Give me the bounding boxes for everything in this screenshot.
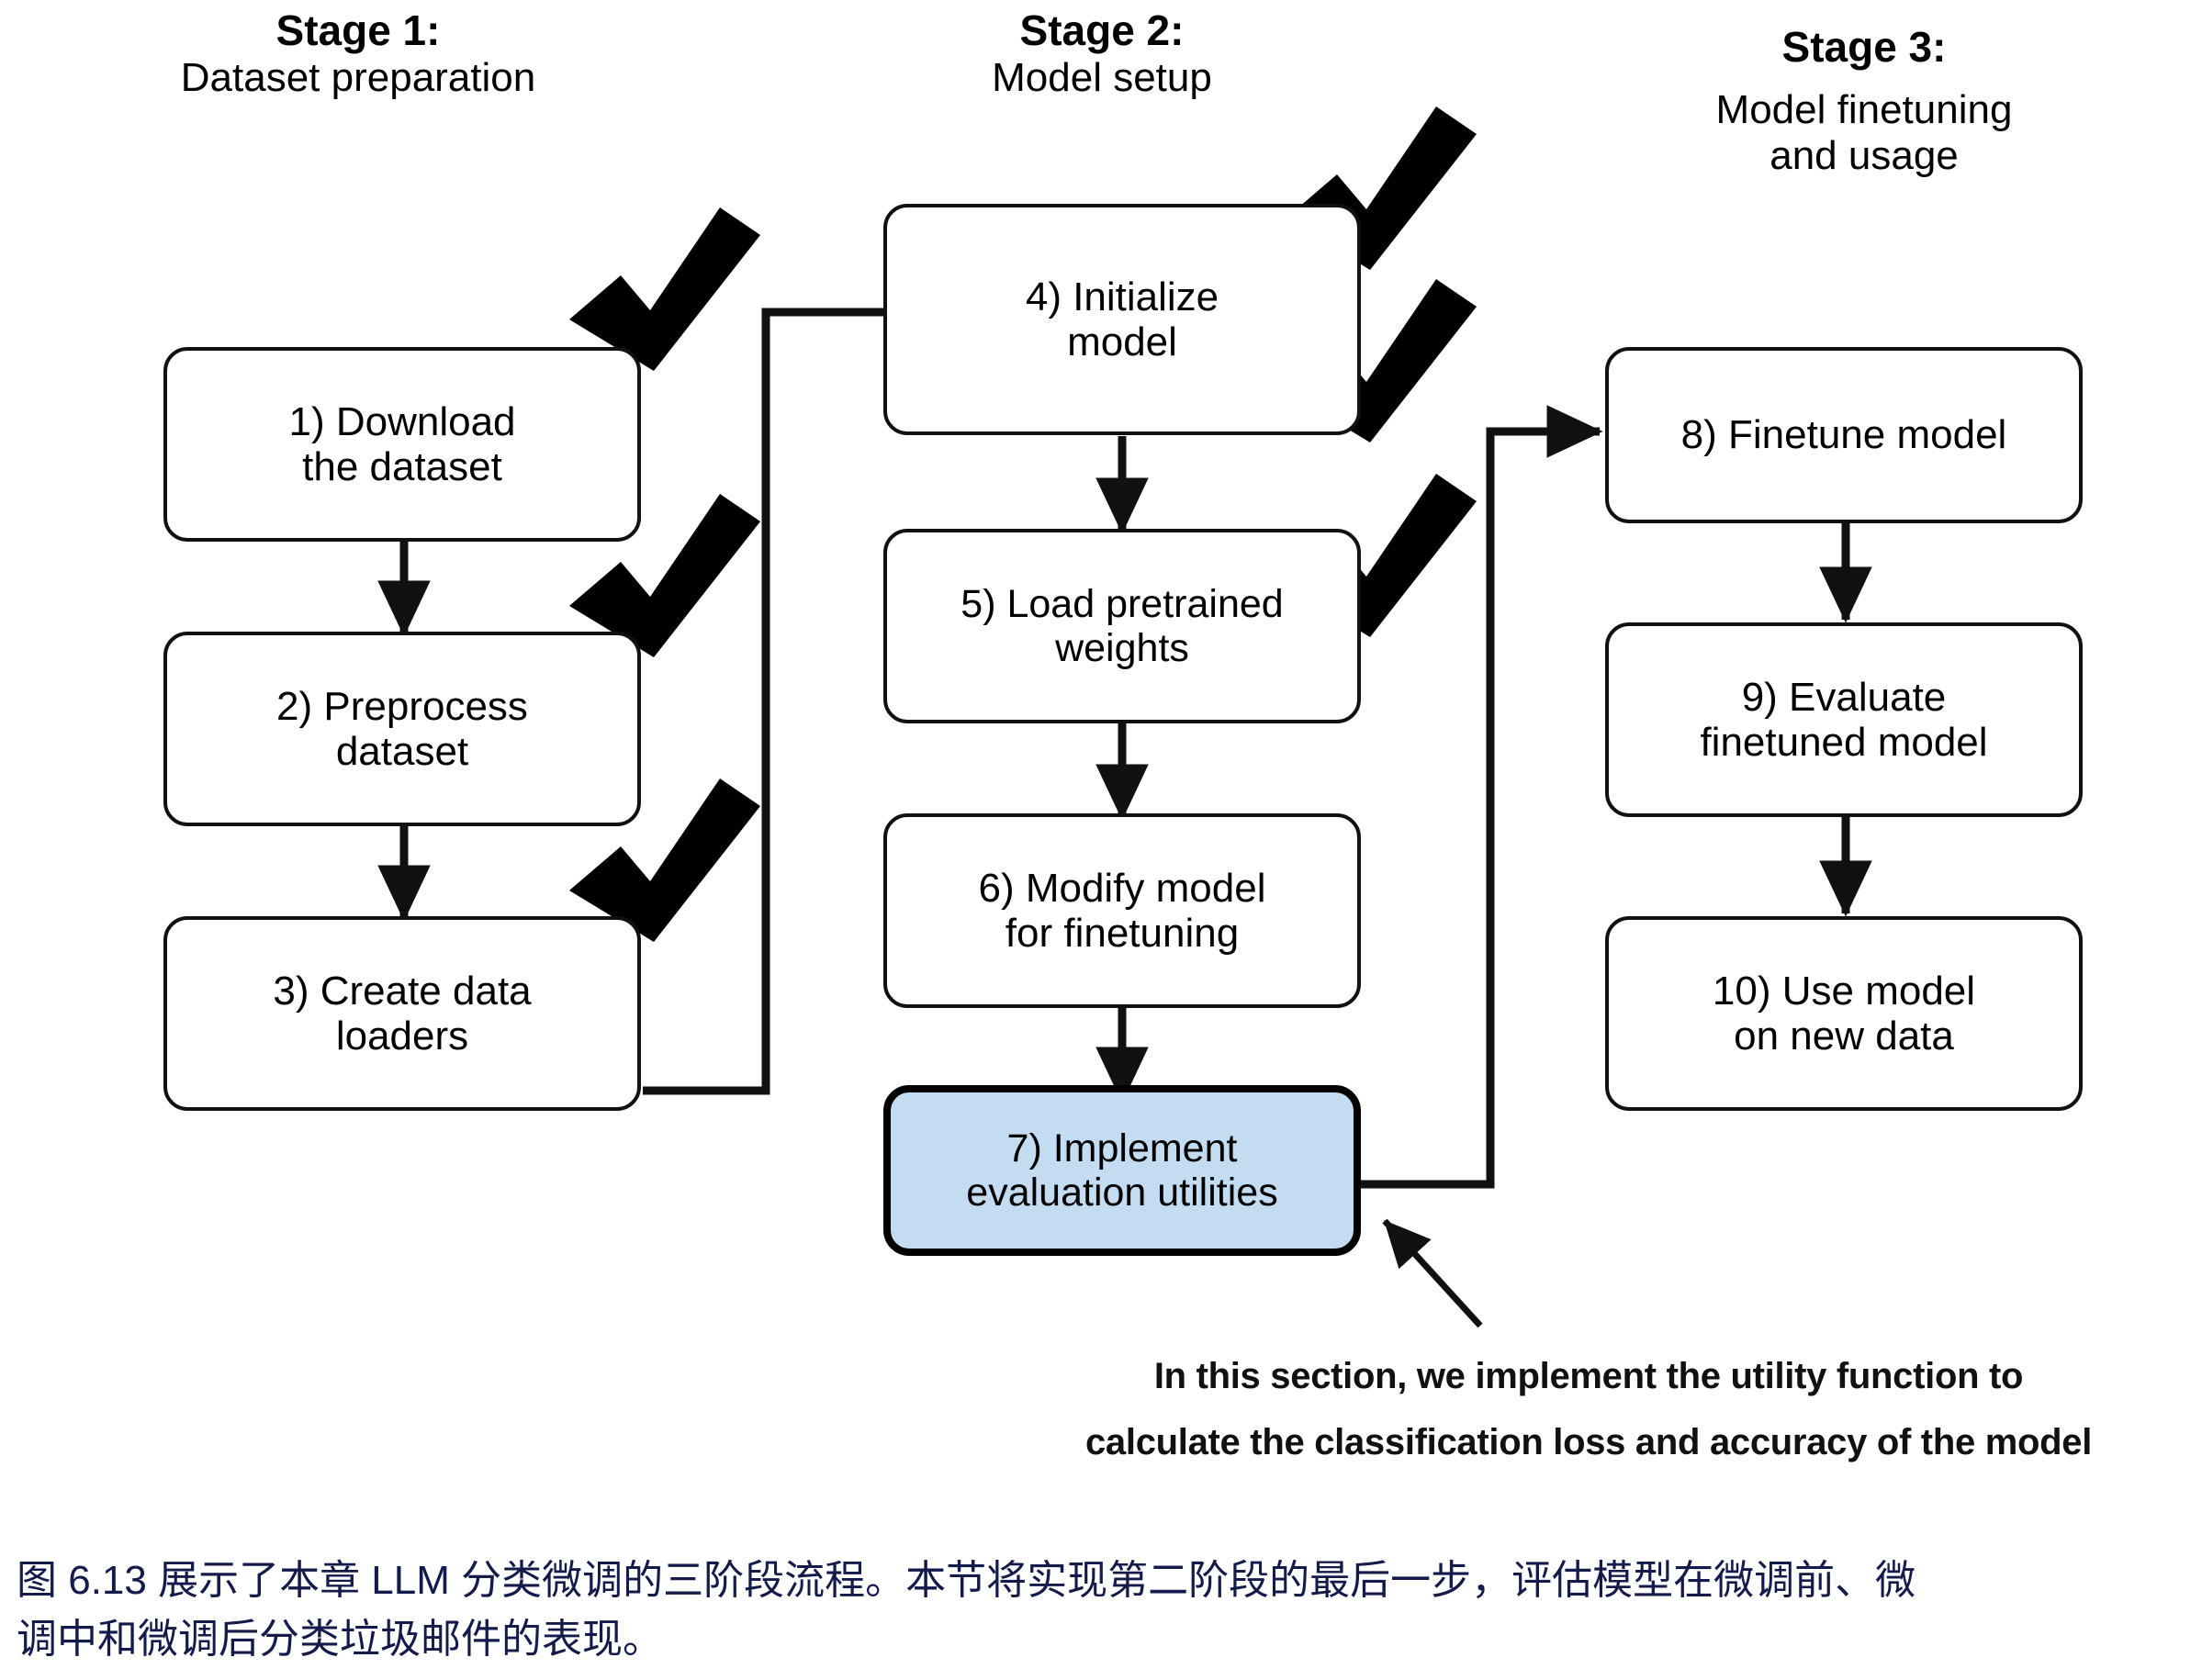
stage-2-title: Stage 2: [1019, 6, 1185, 54]
annotation-arrow [1382, 1218, 1483, 1328]
chinese-caption-line-1: 图 6.13 展示了本章 LLM 分类微调的三阶段流程。本节将实现第二阶段的最后… [17, 1558, 1916, 1603]
node-6-modify-model-for-finetuning[interactable]: 6) Modify model for finetuning [883, 813, 1361, 1008]
stage-1-title: Stage 1: [275, 6, 441, 54]
node-7-implement-evaluation-utilities[interactable]: 7) Implement evaluation utilities [883, 1085, 1361, 1256]
stage-2-subtitle: Model setup [992, 54, 1212, 100]
node-10-use-model-on-new-data[interactable]: 10) Use model on new data [1605, 916, 2083, 1111]
annotation-line-2: calculate the classification loss and ac… [1084, 1422, 2093, 1462]
stage-3-subtitle: Model finetuning and usage [1715, 87, 2013, 178]
node-5-load-pretrained-weights[interactable]: 5) Load pretrained weights [883, 529, 1361, 723]
node-8-finetune-model[interactable]: 8) Finetune model [1605, 347, 2083, 523]
node-2-preprocess-dataset[interactable]: 2) Preprocess dataset [163, 632, 641, 826]
node-3-create-data-loaders[interactable]: 3) Create data loaders [163, 916, 641, 1111]
stage-1-subtitle: Dataset preparation [180, 54, 536, 100]
connector-stage2-to-stage3 [1361, 405, 1603, 1189]
chinese-caption-line-2: 调中和微调后分类垃圾邮件的表现。 [17, 1617, 663, 1662]
node-9-evaluate-finetuned-model[interactable]: 9) Evaluate finetuned model [1605, 622, 2083, 817]
stage-3-header: Stage 3: Model finetuning and usage [1543, 7, 2185, 195]
stage-1-header: Stage 1: Dataset preparation [55, 6, 661, 100]
annotation-line-1: In this section, we implement the utilit… [1153, 1356, 2024, 1396]
node-4-initialize-model[interactable]: 4) Initialize model [883, 204, 1361, 435]
stage-3-title: Stage 3: [1781, 22, 1947, 71]
node-1-download-the-dataset[interactable]: 1) Download the dataset [163, 347, 641, 542]
stage-2-header: Stage 2: Model setup [826, 6, 1377, 100]
